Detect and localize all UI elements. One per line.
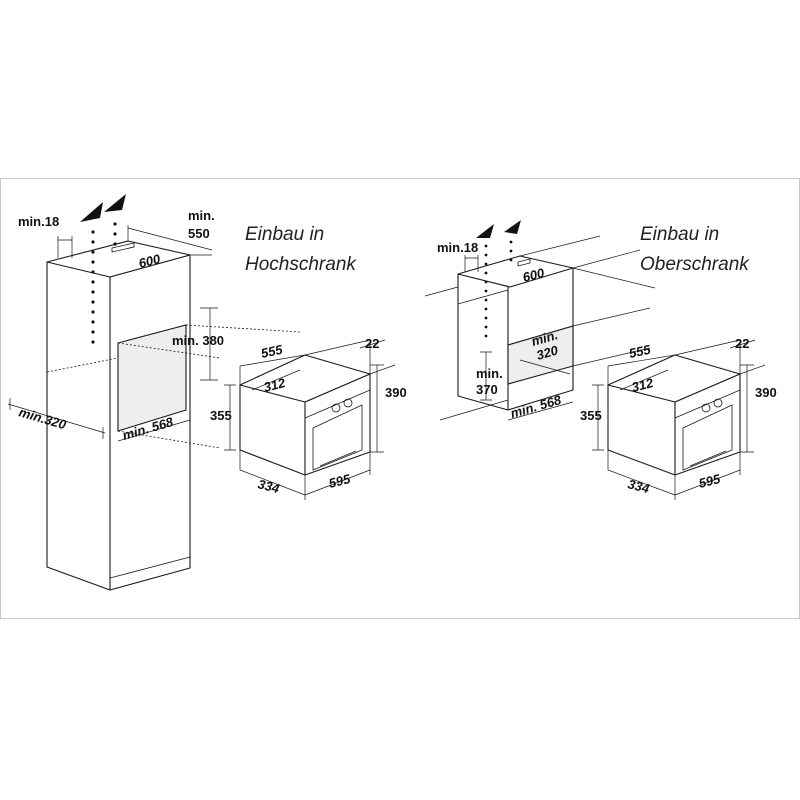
- dim-min-380: min. 380: [172, 333, 224, 348]
- up-arrow-icon: [504, 220, 521, 234]
- dim-min-320-line1: min.: [530, 327, 560, 349]
- up-arrow-icon: [80, 202, 103, 222]
- dim-22-right: 22: [735, 336, 749, 351]
- dim-355-right: 355: [580, 408, 602, 423]
- wall-cabinet-drawing: [424, 235, 656, 421]
- dim-390-left: 390: [385, 385, 407, 400]
- title-line2-left: Hochschrank: [245, 254, 357, 275]
- up-arrow-icon: [104, 194, 126, 212]
- oven-drawing-right: [592, 339, 766, 500]
- dim-555-right: 555: [628, 342, 653, 361]
- dim-595-left: 595: [327, 471, 352, 491]
- dim-22-left: 22: [365, 336, 379, 351]
- title-line1-left: Einbau in: [245, 224, 324, 245]
- dim-600-right: 600: [521, 265, 546, 285]
- dim-334-right: 334: [626, 476, 651, 496]
- tall-cabinet-labels: min.18 min. 550 600 min. 380 min.320 min…: [17, 208, 407, 496]
- dim-390-right: 390: [755, 385, 777, 400]
- title-line1-right: Einbau in: [640, 224, 719, 245]
- dim-min-18-left: min.18: [18, 214, 59, 229]
- dim-min-18-right: min.18: [437, 240, 478, 255]
- oven-drawing-left: [224, 339, 396, 500]
- vent-airflow-left: [80, 194, 126, 344]
- dim-min-550-line1: min.: [188, 208, 215, 223]
- vent-airflow-right: [476, 220, 521, 338]
- dim-595-right: 595: [697, 471, 722, 491]
- dim-min-568-right: min. 568: [509, 392, 564, 421]
- dim-312-right: 312: [630, 375, 655, 395]
- wall-cabinet-labels: min.18 600 min. 320 min. 370 min. 568 Ei…: [437, 224, 777, 496]
- dim-600-left: 600: [137, 251, 162, 271]
- dim-355-left: 355: [210, 408, 232, 423]
- title-line2-right: Oberschrank: [640, 254, 750, 275]
- dim-min-320-left: min.320: [17, 404, 68, 432]
- dim-min-370-line2: 370: [476, 382, 498, 397]
- dim-min-550-line2: 550: [188, 226, 210, 241]
- dim-312-left: 312: [262, 375, 287, 395]
- up-arrow-icon: [476, 224, 494, 238]
- dim-min-370-line1: min.: [476, 366, 503, 381]
- dim-555-left: 555: [260, 342, 285, 361]
- dim-334-left: 334: [256, 476, 281, 496]
- tall-cabinet-drawing: [7, 225, 301, 591]
- dim-min-320-line2: 320: [535, 342, 561, 363]
